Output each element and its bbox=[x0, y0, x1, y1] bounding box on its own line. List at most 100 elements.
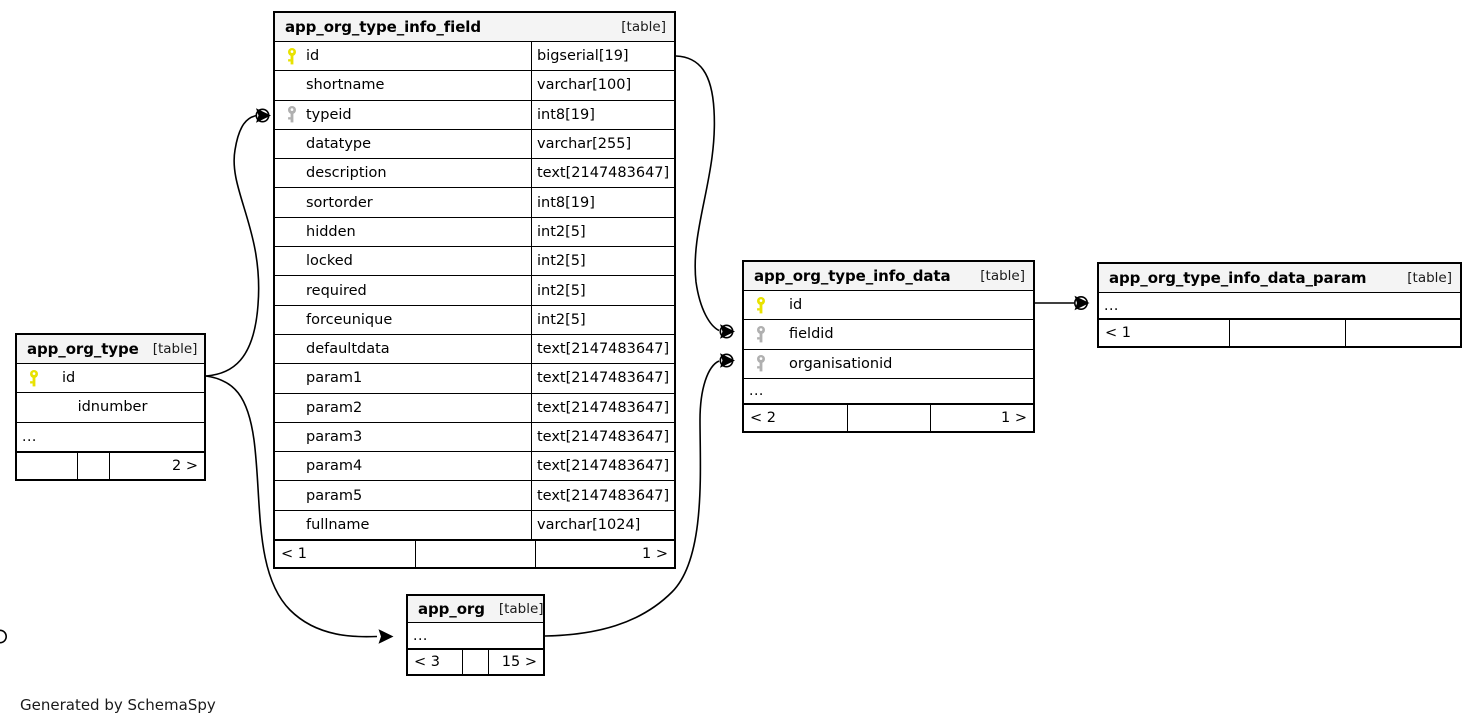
column-type: int8[19] bbox=[531, 100, 674, 129]
column-name-cell: id bbox=[17, 364, 204, 392]
primary-key-icon bbox=[283, 47, 302, 65]
table-header: app_org_type_info_data_param [table] bbox=[1099, 264, 1460, 293]
table-row[interactable]: idnumber bbox=[17, 393, 204, 423]
foreign-key-icon bbox=[283, 106, 302, 123]
column-name-cell: locked bbox=[275, 247, 531, 275]
column-name-cell: description bbox=[275, 159, 531, 187]
more-columns-indicator: ... bbox=[1104, 297, 1119, 314]
column-name: shortname bbox=[306, 77, 385, 94]
table-row[interactable]: param1 text[2147483647] bbox=[275, 364, 674, 394]
table-type-tag: [table] bbox=[621, 18, 666, 35]
table-app_org_type_info_data_param[interactable]: app_org_type_info_data_param [table] ...… bbox=[1097, 262, 1462, 348]
column-name-cell: forceunique bbox=[275, 306, 531, 334]
column-type: int2[5] bbox=[531, 305, 674, 334]
edge-data-id-to-param bbox=[1035, 295, 1090, 311]
table-row[interactable]: fullname varchar[1024] bbox=[275, 510, 674, 541]
footer-outgoing-count bbox=[1345, 320, 1460, 346]
table-title: app_org_type_info_data_param bbox=[1109, 268, 1367, 287]
table-row[interactable]: param4 text[2147483647] bbox=[275, 452, 674, 482]
column-name: param1 bbox=[306, 370, 363, 387]
table-row[interactable]: forceunique int2[5] bbox=[275, 305, 674, 335]
column-type: int8[19] bbox=[531, 188, 674, 217]
column-name-cell: required bbox=[275, 276, 531, 304]
table-row-ellipsis[interactable]: ... bbox=[1099, 293, 1460, 319]
table-row[interactable]: typeid int8[19] bbox=[275, 100, 674, 130]
table-header: app_org_type [table] bbox=[17, 335, 204, 364]
column-name: id bbox=[789, 297, 803, 314]
table-type-tag: [table] bbox=[980, 267, 1025, 284]
column-name: forceunique bbox=[306, 311, 393, 328]
footer-middle bbox=[415, 541, 535, 568]
column-name-cell: param2 bbox=[275, 394, 531, 422]
table-row[interactable]: hidden int2[5] bbox=[275, 217, 674, 248]
table-row-ellipsis[interactable]: ... bbox=[17, 423, 204, 452]
table-row[interactable]: organisationid bbox=[744, 350, 1033, 379]
table-row[interactable]: id bbox=[17, 364, 204, 394]
column-name-cell: typeid bbox=[275, 101, 531, 129]
table-title: app_org bbox=[418, 599, 485, 618]
schemaspy-credit: Generated by SchemaSpy bbox=[20, 696, 216, 714]
table-row[interactable]: locked int2[5] bbox=[275, 247, 674, 277]
edge-app-org-type-to-field-typeid bbox=[205, 108, 271, 377]
column-type: text[2147483647] bbox=[531, 334, 674, 364]
table-row[interactable]: datatype varchar[255] bbox=[275, 129, 674, 160]
column-name-cell: id bbox=[744, 291, 1033, 319]
column-name: id bbox=[306, 48, 320, 65]
column-name-cell: shortname bbox=[275, 71, 531, 99]
table-row-ellipsis[interactable]: ... bbox=[744, 379, 1033, 404]
table-row[interactable]: shortname varchar[100] bbox=[275, 71, 674, 101]
table-app_org[interactable]: app_org [table] ... < 3 15 > bbox=[406, 594, 545, 676]
column-name-cell: fullname bbox=[275, 511, 531, 539]
table-row[interactable]: required int2[5] bbox=[275, 276, 674, 306]
column-name-cell: defaultdata bbox=[275, 335, 531, 363]
footer-middle bbox=[847, 404, 930, 431]
table-row[interactable]: id bigserial[19] bbox=[275, 42, 674, 72]
column-type: varchar[100] bbox=[531, 71, 674, 100]
footer-incoming-count bbox=[17, 453, 77, 479]
column-name-cell: datatype bbox=[275, 130, 531, 158]
foreign-key-icon bbox=[752, 355, 771, 372]
edge-field-id-to-data-fieldid bbox=[675, 55, 735, 339]
table-row[interactable]: description text[2147483647] bbox=[275, 159, 674, 189]
table-row[interactable]: param5 text[2147483647] bbox=[275, 481, 674, 511]
table-header: app_org [table] bbox=[408, 596, 544, 623]
column-name: id bbox=[62, 370, 76, 387]
column-name: defaultdata bbox=[306, 341, 390, 358]
column-name: fieldid bbox=[789, 326, 834, 343]
table-row[interactable]: id bbox=[744, 291, 1033, 321]
table-footer: < 3 15 > bbox=[408, 649, 543, 674]
table-app_org_type[interactable]: app_org_type [table] id idnumber bbox=[15, 333, 206, 481]
table-row[interactable]: fieldid bbox=[744, 320, 1033, 350]
column-name-cell: organisationid bbox=[744, 350, 1033, 378]
column-type: varchar[255] bbox=[531, 129, 674, 159]
table-row-ellipsis[interactable]: ... bbox=[408, 623, 543, 649]
column-type: text[2147483647] bbox=[531, 422, 674, 452]
table-footer: < 1 1 > bbox=[275, 540, 674, 568]
column-name-cell: fieldid bbox=[744, 320, 1033, 348]
footer-middle bbox=[77, 452, 109, 479]
footer-outgoing-count: 2 > bbox=[109, 452, 204, 479]
column-name: param3 bbox=[306, 429, 363, 445]
column-name: description bbox=[306, 165, 387, 182]
footer-outgoing-count: 1 > bbox=[535, 541, 674, 568]
more-columns-indicator: ... bbox=[749, 382, 764, 399]
table-app_org_type_info_field[interactable]: app_org_type_info_field [table] id bigse… bbox=[273, 11, 676, 570]
column-type: text[2147483647] bbox=[531, 393, 674, 422]
table-row[interactable]: param2 text[2147483647] bbox=[275, 393, 674, 423]
table-title: app_org_type bbox=[27, 339, 139, 358]
column-name: param2 bbox=[306, 399, 363, 416]
column-type: varchar[1024] bbox=[531, 510, 674, 540]
table-app_org_type_info_data[interactable]: app_org_type_info_data [table] id bbox=[742, 260, 1035, 433]
table-row[interactable]: defaultdata text[2147483647] bbox=[275, 334, 674, 365]
footer-middle bbox=[462, 650, 488, 674]
foreign-key-icon bbox=[752, 325, 771, 343]
footer-incoming-count: < 3 bbox=[414, 654, 440, 670]
table-row[interactable]: param3 text[2147483647] bbox=[275, 422, 674, 453]
table-row[interactable]: sortorder int8[19] bbox=[275, 188, 674, 218]
column-name: required bbox=[306, 282, 367, 299]
column-name: param4 bbox=[306, 458, 363, 475]
footer-middle bbox=[1229, 320, 1345, 346]
column-type: int2[5] bbox=[531, 276, 674, 305]
column-name: hidden bbox=[306, 223, 356, 240]
